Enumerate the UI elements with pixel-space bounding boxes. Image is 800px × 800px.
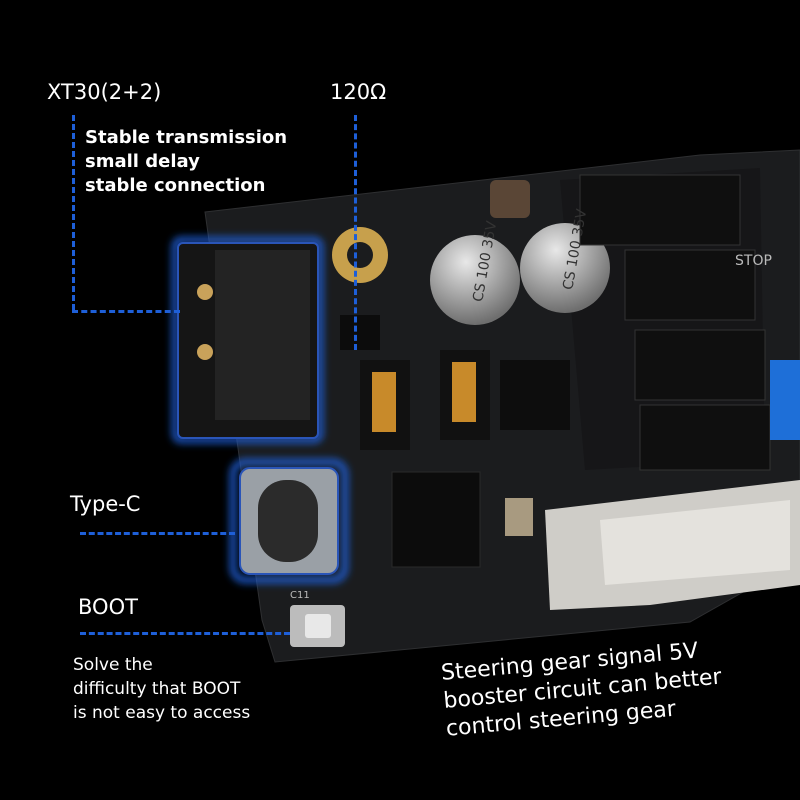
typec-leader-line (80, 532, 235, 535)
resistor-title: 120Ω (330, 80, 387, 104)
mcu-chip (391, 471, 481, 568)
boot-line: Solve the (73, 655, 153, 675)
boot-description: Solve the difficulty that BOOT is not ea… (73, 653, 250, 725)
xt30-line: Stable transmission (85, 127, 288, 148)
typec-title: Type-C (70, 492, 141, 516)
silkscreen-c11: C11 (290, 590, 310, 601)
silkscreen-stop: STOP (735, 253, 772, 269)
boot-line: is not easy to access (73, 703, 251, 723)
xt30-leader-line (72, 115, 75, 310)
boot-line: difficulty that BOOT (73, 679, 241, 699)
capacitor-2-label: CS 100 35V (560, 207, 590, 291)
xt30-title: XT30(2+2) (47, 80, 162, 104)
xt30-description: Stable transmission small delay stable c… (85, 126, 287, 198)
boot-leader-line (80, 632, 290, 635)
xt30-leader-line-h (72, 310, 180, 313)
xt30-line: small delay (85, 151, 200, 172)
boot-title: BOOT (78, 595, 138, 619)
xt30-line: stable connection (85, 175, 266, 196)
capacitor-1-label: CS 100 35V (470, 219, 500, 303)
resistor-leader-line (354, 115, 357, 350)
capacitor (430, 235, 520, 325)
